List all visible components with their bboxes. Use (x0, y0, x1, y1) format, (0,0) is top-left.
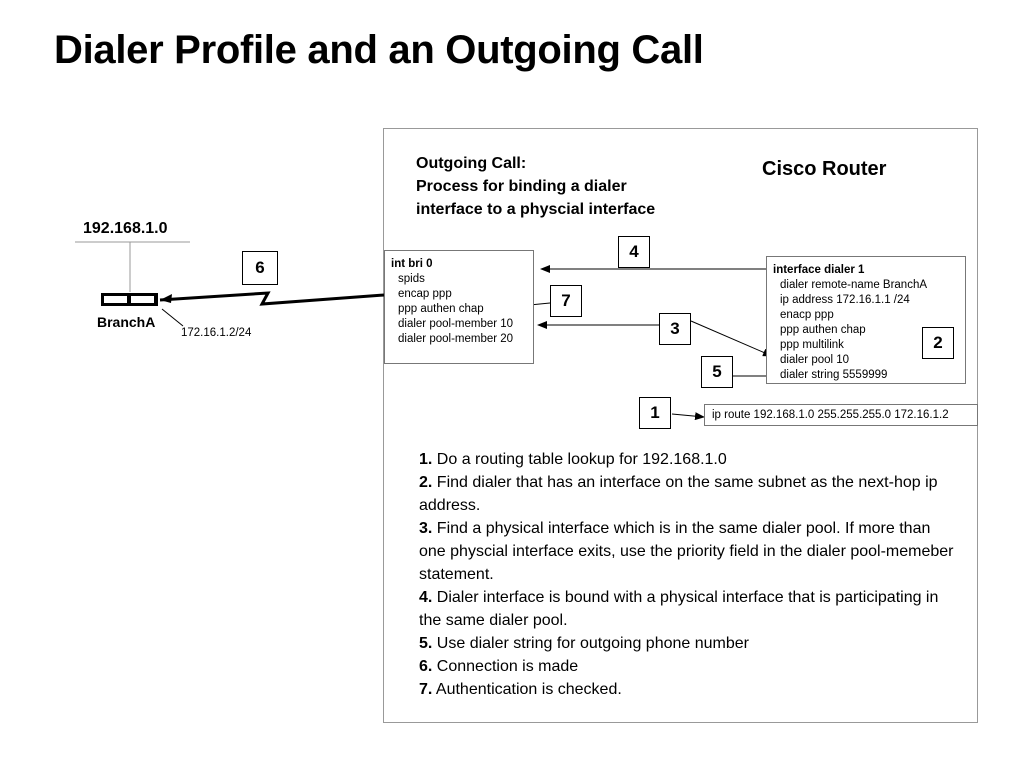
step-badge-6: 6 (242, 251, 278, 285)
outgoing-heading-line-1: Outgoing Call: (416, 155, 527, 172)
step-item: 7. Authentication is checked. (419, 678, 959, 701)
step-item: 5. Use dialer string for outgoing phone … (419, 632, 959, 655)
branch-ip-pointer (161, 308, 184, 327)
step-number: 6. (419, 658, 433, 675)
step-text: Find dialer that has an interface on the… (419, 474, 938, 514)
config-line: dialer pool-member 20 (398, 333, 514, 345)
config-line: dialer remote-name BranchA (780, 279, 928, 291)
network-label: 192.168.1.0 (83, 220, 168, 237)
config-line: dialer pool 10 (780, 354, 850, 366)
step-number: 1. (419, 451, 433, 468)
step-number: 5. (419, 635, 433, 652)
step-text: Do a routing table lookup for 192.168.1.… (432, 451, 727, 468)
route-text: ip route 192.168.1.0 255.255.255.0 172.1… (712, 409, 949, 421)
step-badge-4: 4 (618, 236, 650, 268)
step-item: 1. Do a routing table lookup for 192.168… (419, 448, 959, 471)
config-line: dialer string 5559999 (780, 369, 888, 381)
step-item: 4. Dialer interface is bound with a phys… (419, 586, 959, 632)
step-item: 2. Find dialer that has an interface on … (419, 471, 959, 517)
outgoing-heading-line-2: Process for binding a dialer (416, 178, 627, 195)
config-line: spids (398, 273, 425, 285)
int-bri-config-box: int bri 0 spids encap ppp ppp authen cha… (384, 250, 534, 364)
isdn-link-lightning (159, 291, 385, 306)
step-text: Authentication is checked. (432, 681, 622, 698)
step-badge-5: 5 (701, 356, 733, 388)
branch-ip-label: 172.16.1.2/24 (181, 327, 252, 339)
config-line: ppp multilink (780, 339, 844, 351)
step-number: 4. (419, 589, 433, 606)
config-line: ip address 172.16.1.1 /24 (780, 294, 910, 306)
page-title: Dialer Profile and an Outgoing Call (54, 28, 704, 72)
config-line: encap ppp (398, 288, 452, 300)
step-badge-1: 1 (639, 397, 671, 429)
router-label: Cisco Router (762, 158, 887, 180)
step-badge-3: 3 (659, 313, 691, 345)
step-item: 6. Connection is made (419, 655, 959, 678)
step-number: 2. (419, 474, 433, 491)
step-text: Use dialer string for outgoing phone num… (432, 635, 749, 652)
static-route-box: ip route 192.168.1.0 255.255.255.0 172.1… (704, 404, 978, 426)
step-number: 3. (419, 520, 433, 537)
step-text: Dialer interface is bound with a physica… (419, 589, 939, 629)
step-text: Find a physical interface which is in th… (419, 520, 954, 583)
outgoing-heading-line-3: interface to a physcial interface (416, 201, 656, 218)
step-badge-7: 7 (550, 285, 582, 317)
config-line: dialer pool-member 10 (398, 318, 514, 330)
step-badge-2: 2 (922, 327, 954, 359)
step-text: Connection is made (432, 658, 579, 675)
config-line: int bri 0 (391, 258, 433, 270)
config-line: ppp authen chap (780, 324, 866, 336)
config-line: enacp ppp (780, 309, 834, 321)
outgoing-call-heading: Outgoing Call: Process for binding a dia… (416, 152, 655, 221)
steps-list: 1. Do a routing table lookup for 192.168… (419, 448, 959, 701)
step-number: 7. (419, 681, 433, 698)
dialer-interface-config-box: interface dialer 1 dialer remote-name Br… (766, 256, 966, 384)
branch-router-icon (101, 293, 158, 306)
branch-label: BranchA (97, 314, 156, 330)
step-item: 3. Find a physical interface which is in… (419, 517, 959, 586)
config-line: interface dialer 1 (773, 264, 865, 276)
config-line: ppp authen chap (398, 303, 484, 315)
